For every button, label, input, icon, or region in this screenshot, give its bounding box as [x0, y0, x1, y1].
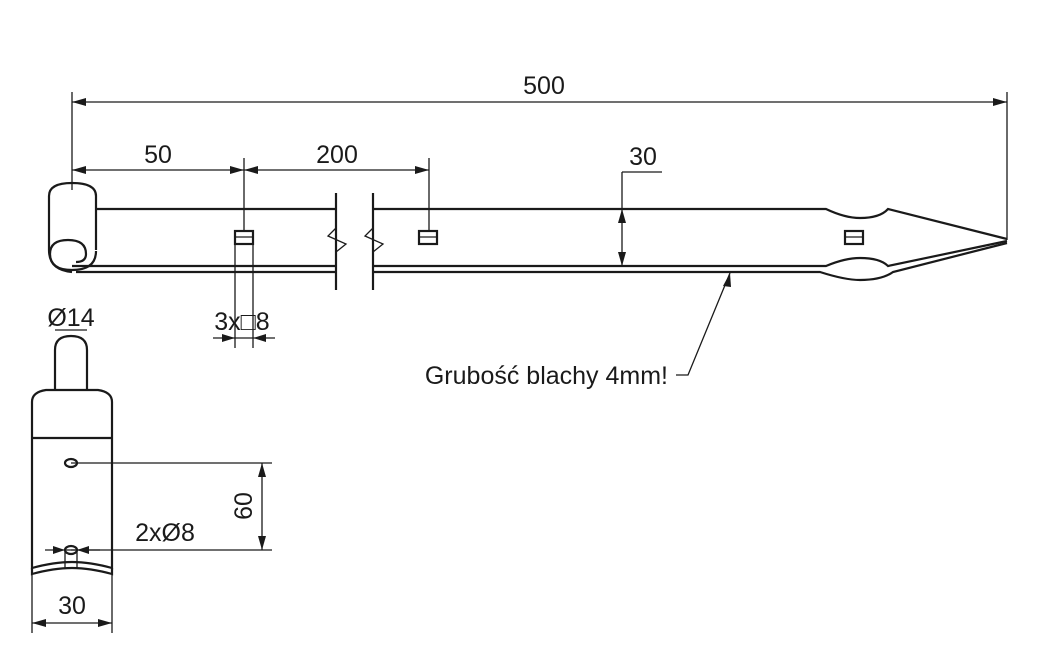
dim-first-hole-offset: 50 [144, 141, 172, 169]
hinge-knuckle [47, 181, 98, 274]
dim-pin-diameter: Ø14 [47, 304, 94, 332]
dimension-lines [71, 92, 1008, 376]
break-symbol [326, 193, 385, 290]
slot [417, 229, 439, 246]
dim-strap-width: 30 [629, 143, 657, 171]
slot [843, 229, 865, 246]
slot [233, 229, 255, 246]
dim-total-length: 500 [523, 72, 565, 100]
strap-top-view [47, 181, 1008, 290]
dim-plate-width: 30 [58, 592, 86, 620]
dim-slot-size: 3x□8 [214, 308, 269, 336]
note-sheet-thickness: Grubość blachy 4mm! [425, 362, 668, 390]
dim-mount-holes: 2xØ8 [135, 519, 195, 547]
dim-hole-spacing: 200 [316, 141, 358, 169]
plate-dimensions [31, 329, 272, 633]
plate-side-view [30, 334, 114, 576]
dim-mount-hole-spacing: 60 [230, 492, 258, 520]
